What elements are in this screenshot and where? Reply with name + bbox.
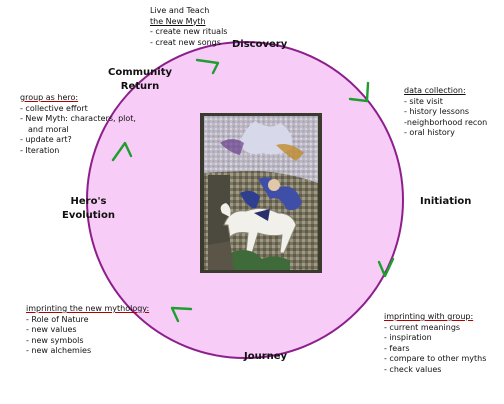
note-top-head1: Live and Teach bbox=[150, 6, 210, 15]
stage-discovery: Discovery bbox=[232, 39, 288, 50]
list-item: - update art? bbox=[20, 135, 72, 144]
stage-hero-line2: Evolution bbox=[62, 210, 115, 221]
list-item: - Iteration bbox=[20, 145, 60, 155]
note-right: data collection: - site visit - history … bbox=[404, 86, 487, 139]
note-left: group as hero: - collective effort - New… bbox=[20, 93, 136, 156]
list-item: - fears bbox=[384, 343, 410, 353]
note-bottom-right-head: imprinting with group: bbox=[384, 312, 474, 321]
list-item: - site visit bbox=[404, 96, 443, 106]
list-item: - compare to other myths bbox=[384, 354, 487, 363]
note-bottom-right: imprinting with group: - current meaning… bbox=[384, 312, 486, 375]
list-item: - Role of Nature bbox=[26, 314, 89, 324]
list-item: - create new rituals bbox=[150, 27, 228, 36]
list-item: - oral history bbox=[404, 128, 455, 137]
stage-community-line1: Community bbox=[108, 67, 173, 78]
list-item: - inspiration bbox=[384, 333, 432, 342]
stage-hero-line1: Hero's bbox=[70, 196, 107, 207]
list-item: - check values bbox=[384, 364, 442, 374]
list-item: - collective effort bbox=[20, 103, 88, 113]
note-top-head2: the New Myth bbox=[150, 16, 206, 26]
list-item: and moral bbox=[28, 124, 69, 134]
list-item: - history lessons bbox=[404, 107, 470, 116]
stage-community-return: Community Return bbox=[108, 66, 172, 94]
note-top: Live and Teach the New Myth - create new… bbox=[150, 6, 227, 48]
list-item: - new symbols bbox=[26, 335, 84, 345]
list-item: - new alchemies bbox=[26, 346, 92, 355]
arrow-data-collection bbox=[348, 81, 370, 103]
arrow-journey bbox=[170, 306, 193, 323]
list-item: - current meanings bbox=[384, 322, 461, 332]
note-left-head: group as hero: bbox=[20, 93, 79, 102]
stage-community-line2: Return bbox=[120, 81, 160, 92]
stage-hero-evolution: Hero's Evolution bbox=[62, 195, 115, 223]
stage-initiation: Initiation bbox=[420, 196, 472, 207]
stage-journey: Journey bbox=[244, 351, 288, 362]
list-item: - new values bbox=[26, 325, 77, 334]
mosaic-mural-image bbox=[200, 113, 322, 273]
arrow-initiation bbox=[377, 257, 395, 278]
list-item: -neighborhood recon bbox=[404, 117, 488, 127]
note-bottom-left-head: imprinting the new mythology: bbox=[26, 304, 150, 313]
list-item: - creat new songs bbox=[150, 37, 221, 47]
list-item: - New Myth: characters, plot, bbox=[20, 114, 136, 123]
note-right-head: data collection: bbox=[404, 86, 466, 95]
note-bottom-left: imprinting the new mythology: - Role of … bbox=[26, 304, 149, 357]
arrow-hero bbox=[111, 141, 133, 162]
arrow-discovery bbox=[195, 58, 220, 75]
